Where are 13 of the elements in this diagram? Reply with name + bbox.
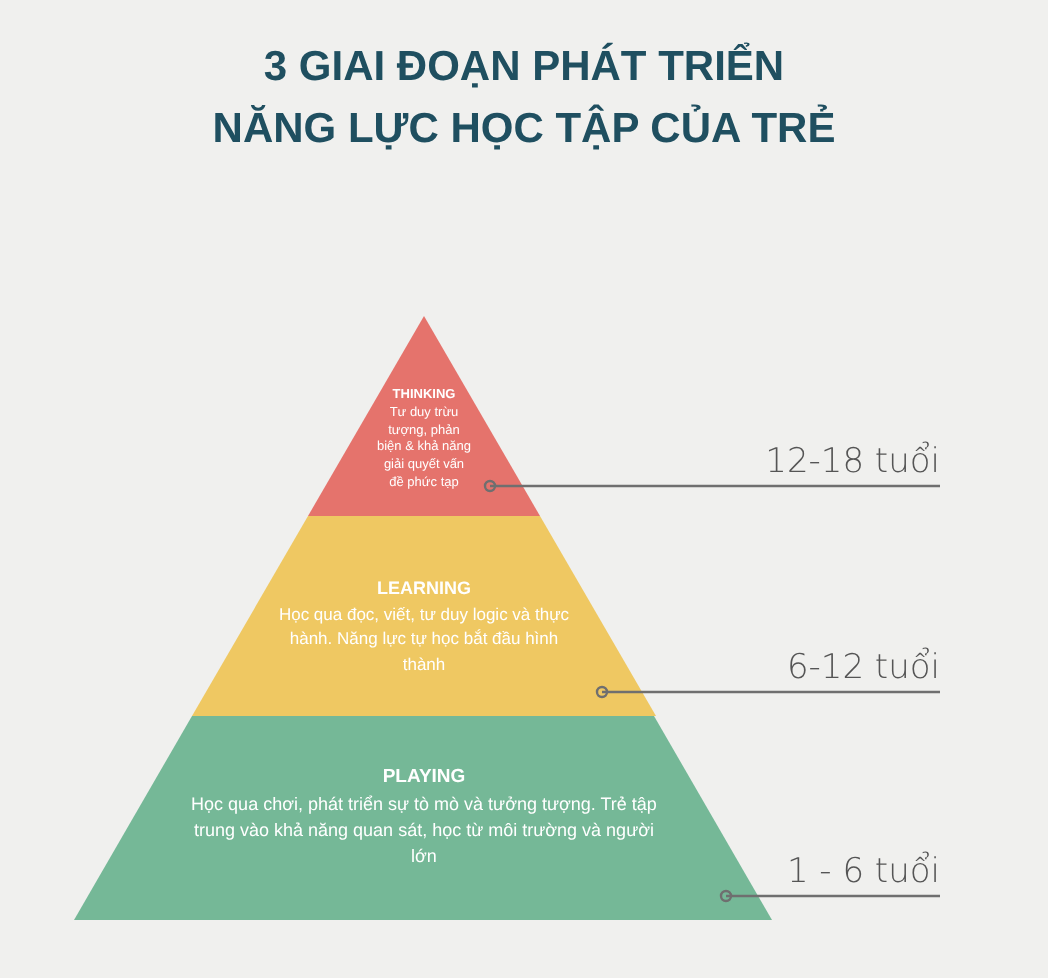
tier-description: Học qua đọc, viết, tư duy logic và thực hành. Năng lực tự học bắt đầu hình thành [276, 602, 572, 676]
age-label: 1 - 6 tuổi [786, 850, 940, 894]
tier-heading: LEARNING [375, 576, 473, 602]
leader-line [595, 685, 940, 699]
pyramid-tier [74, 716, 772, 920]
age-label: 6-12 tuổi [786, 646, 940, 690]
leader-line [719, 889, 940, 903]
pyramid-tier [192, 516, 656, 716]
leader-line [483, 479, 940, 493]
tier-heading: PLAYING [380, 764, 468, 792]
age-label: 12-18 tuổi [765, 440, 940, 484]
tier-description: Học qua chơi, phát triển sự tò mò và tưởng tượng. Trẻ tập trung vào khả năng quan sát, học từ môi trường và người lớn [189, 791, 659, 870]
title: 3 GIAI ĐOẠN PHÁT TRIỂN NĂNG LỰC HỌC TẬP CỦA TRẺ [210, 40, 838, 156]
